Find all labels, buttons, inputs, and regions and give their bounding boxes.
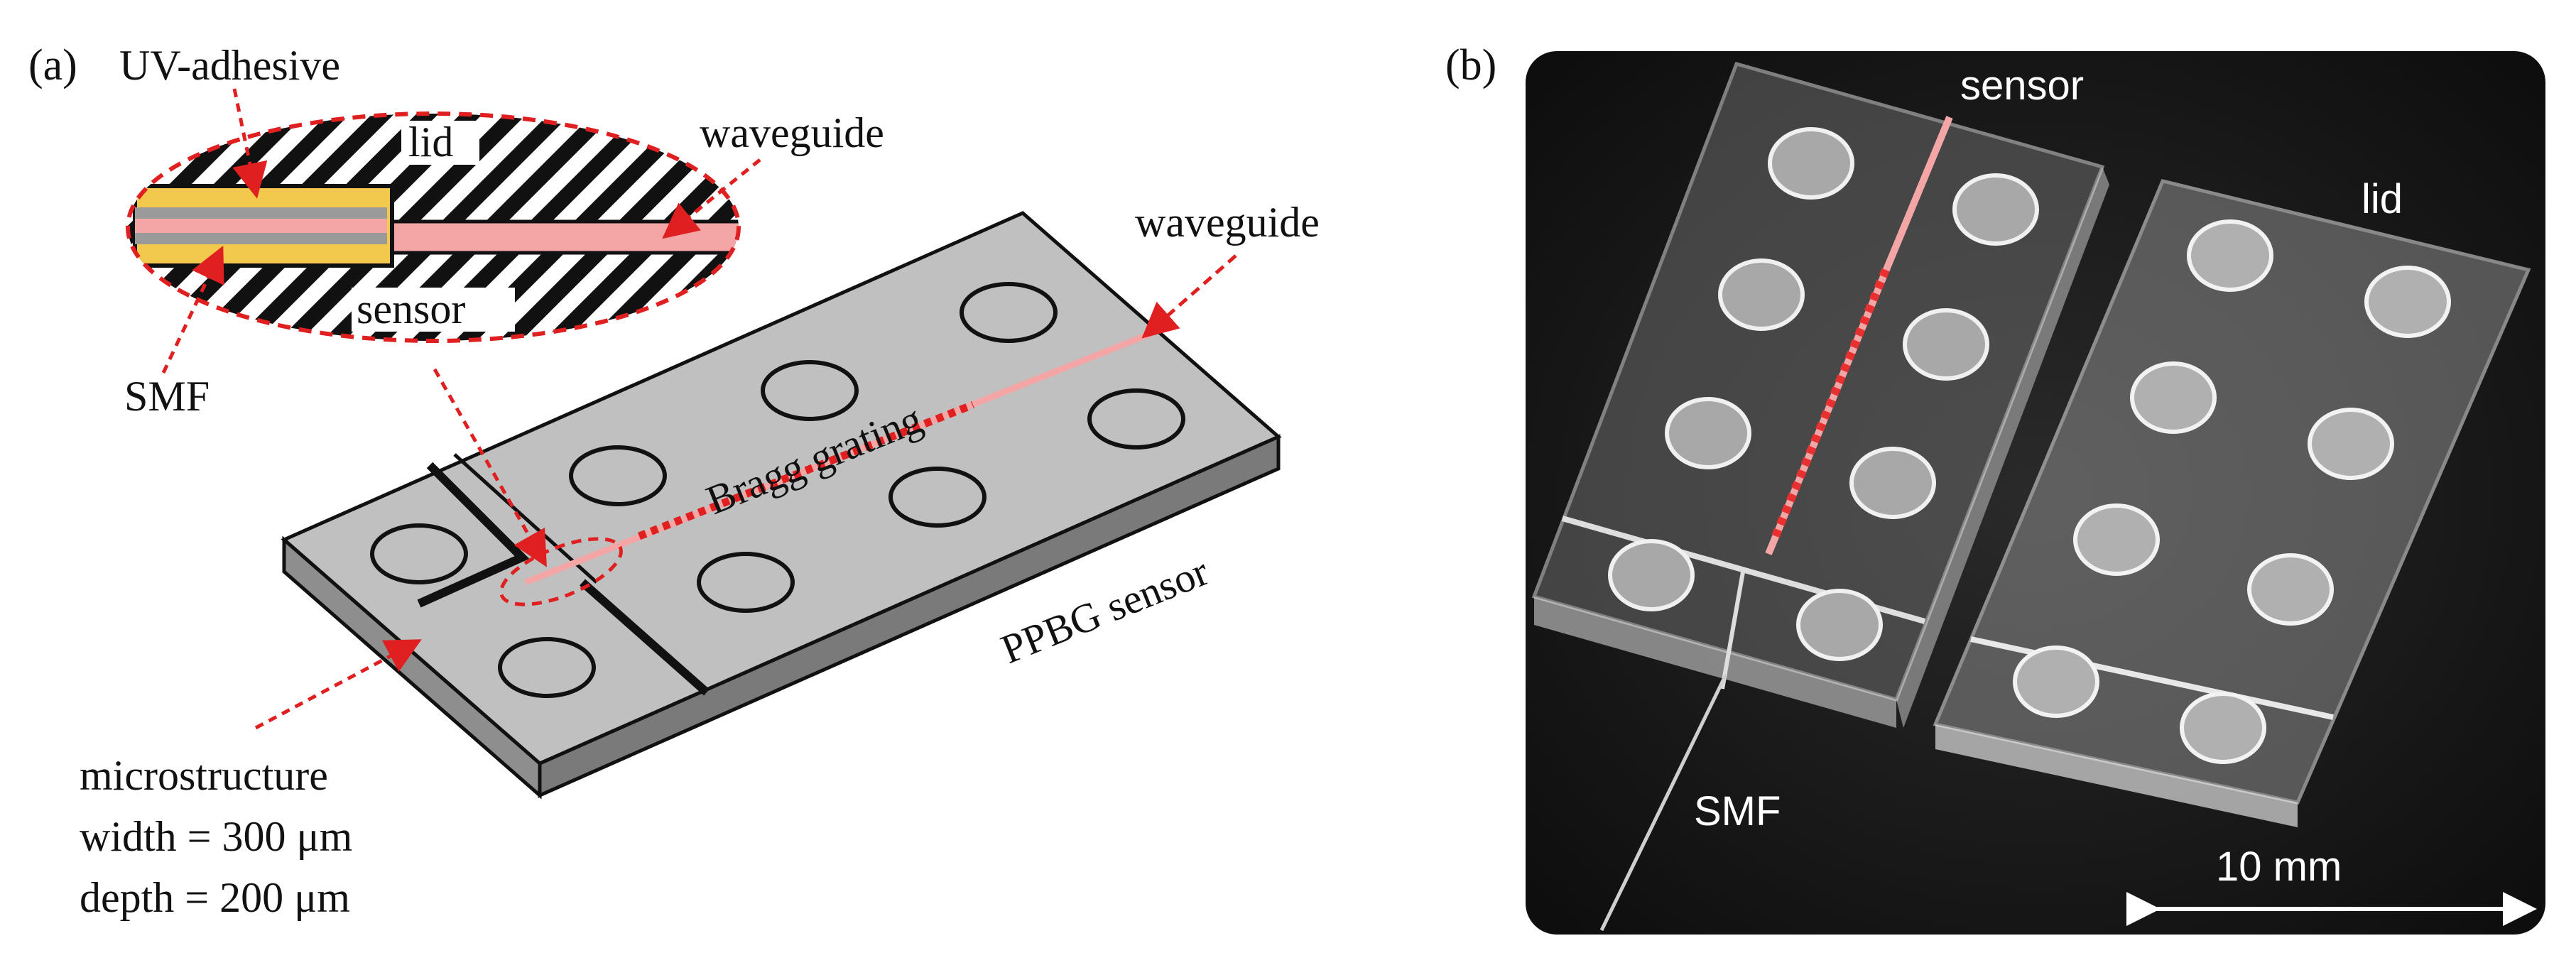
inset-magnification: lid sensor <box>126 111 741 343</box>
hole <box>697 552 795 613</box>
sensor-chip-side <box>1534 597 1896 728</box>
lid-chip-side <box>1935 724 2298 827</box>
hole <box>960 282 1058 343</box>
photo: sensor lid SMF 10 mm <box>1526 51 2545 935</box>
hole <box>888 467 987 528</box>
photo-lid-hole <box>2247 553 2334 626</box>
hole <box>761 360 859 421</box>
sensor-chip-split <box>1720 567 1746 690</box>
ppbg-chip: Bragg grating PPBG sensor <box>281 211 1282 800</box>
photo-hole <box>1796 589 1883 661</box>
hole <box>370 523 468 584</box>
microstructure-arrow <box>254 639 422 730</box>
bragg-grating-line <box>637 401 975 540</box>
inset-lid-label: lid <box>408 119 453 165</box>
lid-chip-top <box>1933 179 2531 805</box>
hole <box>569 445 667 506</box>
hole <box>498 637 596 698</box>
scale-bar-label: 10 mm <box>2216 844 2342 890</box>
inset-waveguide-arrow <box>662 158 761 239</box>
hole <box>1087 388 1185 450</box>
chip-waveguide-arrow <box>1141 254 1237 339</box>
panel-b-label: (b) <box>1445 41 1496 89</box>
photo-sensor-label: sensor <box>1960 62 2084 109</box>
lid-label-bg <box>401 121 479 165</box>
microstructure-width: width = 300 μm <box>80 813 352 860</box>
chip-top-face <box>281 211 1282 766</box>
photo-sensor-chip <box>1531 61 2109 932</box>
inset-sensor-label: sensor <box>357 285 465 332</box>
photo-hole <box>1952 173 2039 246</box>
uv-adhesive-label: UV-adhesive <box>119 42 340 89</box>
waveguide-line <box>524 330 1152 586</box>
photo-hole <box>1903 308 1989 381</box>
photo-lid-hole <box>2364 266 2451 338</box>
photo-hole <box>1849 447 1936 519</box>
photo-lid-chip <box>1933 179 2531 827</box>
microstructure-depth: depth = 200 μm <box>80 874 350 921</box>
photo-hole <box>1718 258 1805 331</box>
inset-waveguide-label: waveguide <box>700 109 884 156</box>
junction-highlight <box>499 537 623 606</box>
photo-bragg-grating <box>1771 268 1890 538</box>
photo-hole <box>1665 397 1751 469</box>
photo-lid-hole <box>2130 361 2217 434</box>
microstructure-groove-2 <box>580 579 710 696</box>
chip-waveguide-label: waveguide <box>1135 199 1320 246</box>
microstructure-title: microstructure <box>80 752 328 799</box>
photo-lid-hole <box>2180 692 2266 764</box>
inset-to-chip-leader <box>433 368 547 567</box>
sensor-label-bg <box>352 288 515 332</box>
panel-a-label: (a) <box>28 41 77 89</box>
photo-hole <box>1608 539 1695 611</box>
photo-lid-hole <box>2013 646 2099 718</box>
uv-adhesive-arrow <box>232 88 268 199</box>
photo-lid-hole <box>2308 408 2394 480</box>
inset-waveguide <box>388 219 739 255</box>
photo-lid-hole <box>2187 219 2273 292</box>
inset-fiber-core <box>135 219 387 233</box>
sensor-chip-side-right <box>1896 167 2109 728</box>
photo-lid-label: lid <box>2362 176 2403 222</box>
smf-label: SMF <box>124 373 210 420</box>
smf-arrow <box>161 245 224 374</box>
photo-lid-hole <box>2073 503 2160 576</box>
photo-hole <box>1768 127 1854 200</box>
photo-fiber <box>1599 673 1728 932</box>
photo-smf-label: SMF <box>1694 788 1781 834</box>
inset-outline <box>126 111 741 343</box>
